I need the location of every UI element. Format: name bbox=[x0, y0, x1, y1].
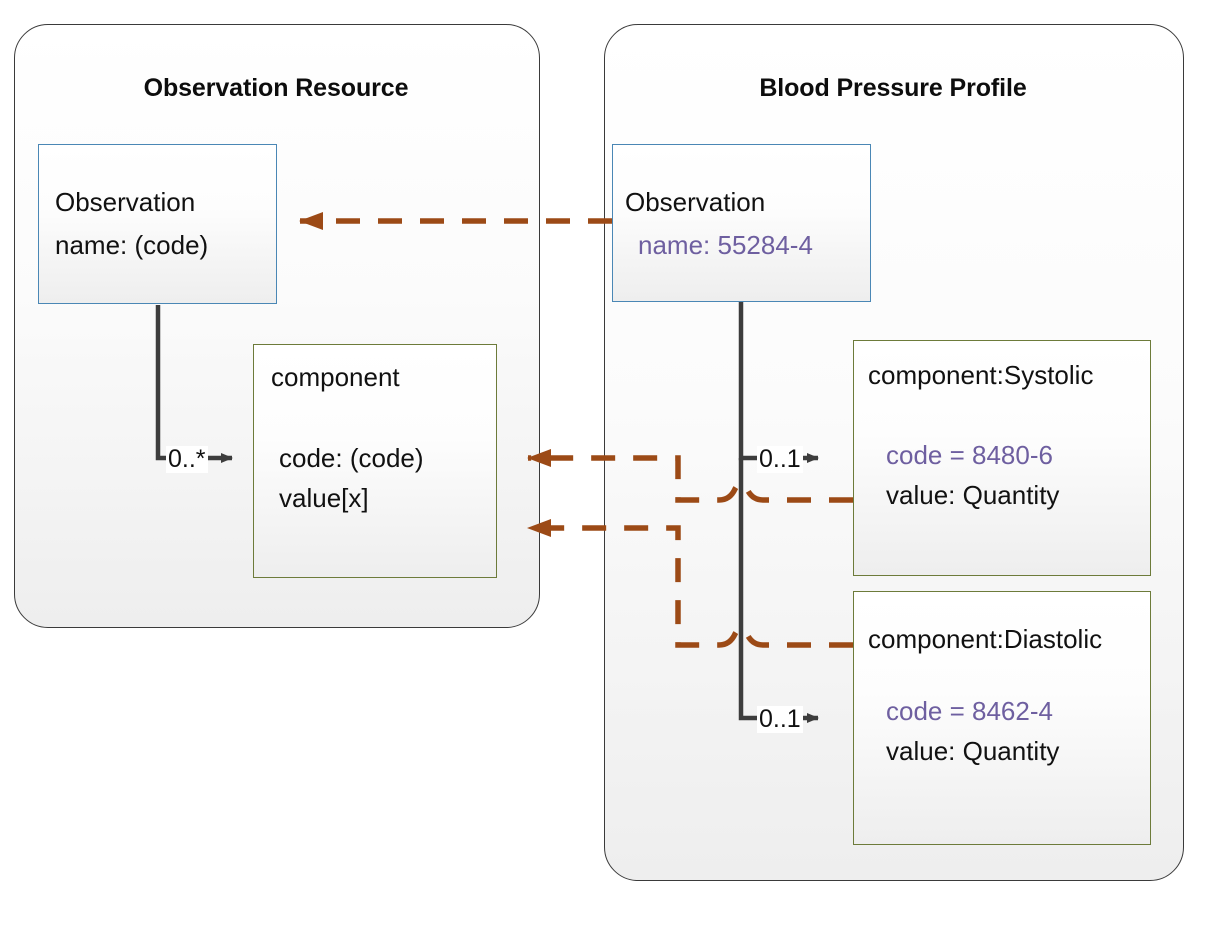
class-box-observation-profile[interactable]: Observation name: 55284-4 bbox=[612, 144, 871, 302]
observation-profile-name: Observation bbox=[625, 187, 766, 217]
class-box-component-systolic[interactable]: component:Systolic code = 8480-6 value: … bbox=[853, 340, 1151, 576]
class-box-component-base[interactable]: component code: (code) value[x] bbox=[253, 344, 497, 578]
component-diastolic-name: component:Diastolic bbox=[868, 624, 1103, 654]
connector-profile-observation-systolic bbox=[738, 302, 819, 463]
multiplicity-systolic: 0..1 bbox=[757, 445, 803, 473]
component-systolic-name: component:Systolic bbox=[868, 360, 1094, 390]
constraint-arrow-diastolic bbox=[527, 519, 853, 648]
component-systolic-attr-value: value: Quantity bbox=[886, 480, 1060, 510]
component-base-attr-code: code: (code) bbox=[279, 443, 424, 473]
component-base-attr-value: value[x] bbox=[279, 483, 369, 513]
panel-title-blood-pressure-profile: Blood Pressure Profile bbox=[759, 74, 1027, 102]
component-base-name: component bbox=[271, 362, 400, 392]
observation-base-name: Observation bbox=[55, 187, 196, 217]
connector-base-observation-component bbox=[155, 305, 233, 463]
multiplicity-diastolic: 0..1 bbox=[757, 705, 803, 733]
component-diastolic-attr-code: code = 8462-4 bbox=[886, 696, 1053, 726]
component-systolic-attr-code: code = 8480-6 bbox=[886, 440, 1053, 470]
observation-profile-attribute: name: 55284-4 bbox=[638, 230, 813, 260]
class-box-component-diastolic[interactable]: component:Diastolic code = 8462-4 value:… bbox=[853, 591, 1151, 845]
constraint-arrow-systolic bbox=[527, 449, 853, 503]
multiplicity-base-component: 0..* bbox=[166, 445, 208, 473]
class-box-observation-base[interactable]: Observation name: (code) bbox=[38, 144, 277, 304]
panel-title-observation-resource: Observation Resource bbox=[143, 74, 409, 102]
observation-base-attribute: name: (code) bbox=[55, 230, 209, 260]
component-diastolic-attr-value: value: Quantity bbox=[886, 736, 1060, 766]
